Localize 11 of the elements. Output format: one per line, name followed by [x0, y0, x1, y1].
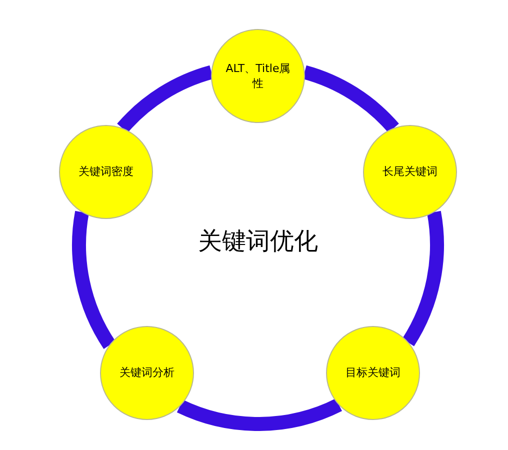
topic-text: 关键词密度 [78, 164, 134, 180]
topic-text: ALT、Title属性 [225, 60, 291, 92]
ring-connector [302, 66, 399, 134]
ring-connector [72, 211, 116, 349]
topic-text: 关键词分析 [118, 365, 176, 381]
topic-text: 目标关键词 [344, 365, 402, 381]
topic-text: 长尾关键词 [382, 164, 438, 180]
ring-connector [402, 211, 444, 346]
ring-connector [177, 398, 342, 431]
ring-connector [117, 66, 214, 134]
center-title: 关键词优化 [198, 226, 318, 257]
